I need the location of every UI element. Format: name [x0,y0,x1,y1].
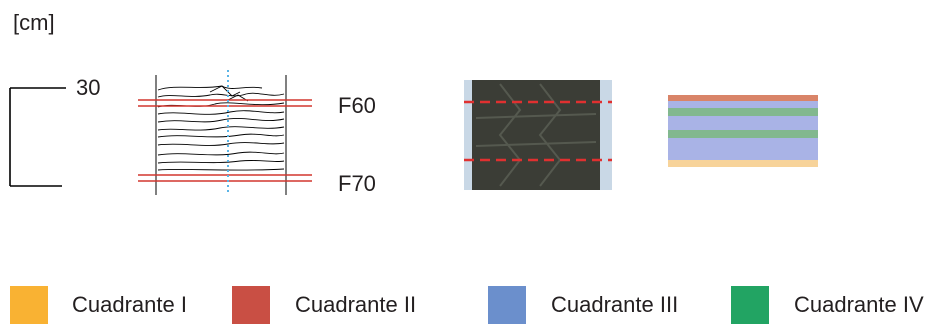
photo-core [472,80,600,190]
column-band [668,138,818,160]
legend-swatch-cuadrante-ii [232,286,270,324]
lamina [157,168,285,171]
legend-swatch-cuadrante-i [10,286,48,324]
lamina [157,110,285,115]
core-label-bottom: F70 [338,171,376,196]
lamina [157,159,285,164]
legend-label-cuadrante-i: Cuadrante I [72,292,187,317]
legend-swatch-cuadrante-iv [731,286,769,324]
units-label: [cm] [13,10,55,35]
legend-label-cuadrante-ii: Cuadrante II [295,292,417,317]
lamina [157,133,285,138]
column-band [668,108,818,116]
core-photo [464,80,612,190]
legend-swatch-cuadrante-iii [488,286,526,324]
scale-bar [9,87,66,187]
lamina [157,92,285,98]
sketch-laminae [157,85,285,171]
core-label-top: F60 [338,93,376,118]
column-band [668,95,818,101]
column-band [668,101,818,108]
lamina [157,117,285,123]
quadrant-column [668,95,818,167]
column-band [668,130,818,138]
scale-value-label: 30 [76,75,101,100]
lamina [157,142,285,146]
legend-label-cuadrante-iii: Cuadrante III [551,292,679,317]
photo-cutlines [464,100,612,162]
sketch-boundary-lines [138,99,312,182]
lamina-detail [227,94,249,102]
lamina [157,85,263,91]
lamina [157,126,285,131]
lamina [157,151,285,156]
core-sketch [138,70,312,195]
legend-label-cuadrante-iv: Cuadrante IV [794,292,924,317]
column-band [668,116,818,130]
column-band [668,160,818,167]
